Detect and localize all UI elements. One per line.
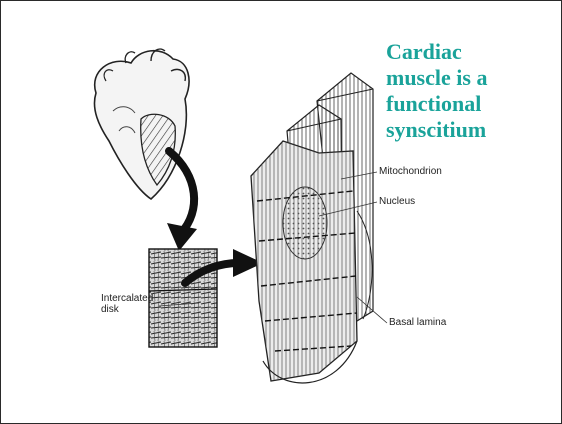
label-intercalated-line-1: Intercalated [101,293,153,304]
tissue-block [149,249,217,347]
title-line-4: synscitium [386,117,487,143]
title-line-3: functional [386,91,487,117]
label-intercalated-disk: Intercalated disk [101,293,153,315]
label-basal-lamina: Basal lamina [389,317,446,328]
muscle-fiber-block [251,73,373,383]
label-mitochondrion: Mitochondrion [379,166,442,177]
title-line-1: Cardiac [386,39,487,65]
slide-title: Cardiac muscle is a functional synscitiu… [386,39,487,143]
heart-drawing [94,49,189,199]
title-line-2: muscle is a [386,65,487,91]
label-intercalated-line-2: disk [101,304,153,315]
label-nucleus: Nucleus [379,196,415,207]
